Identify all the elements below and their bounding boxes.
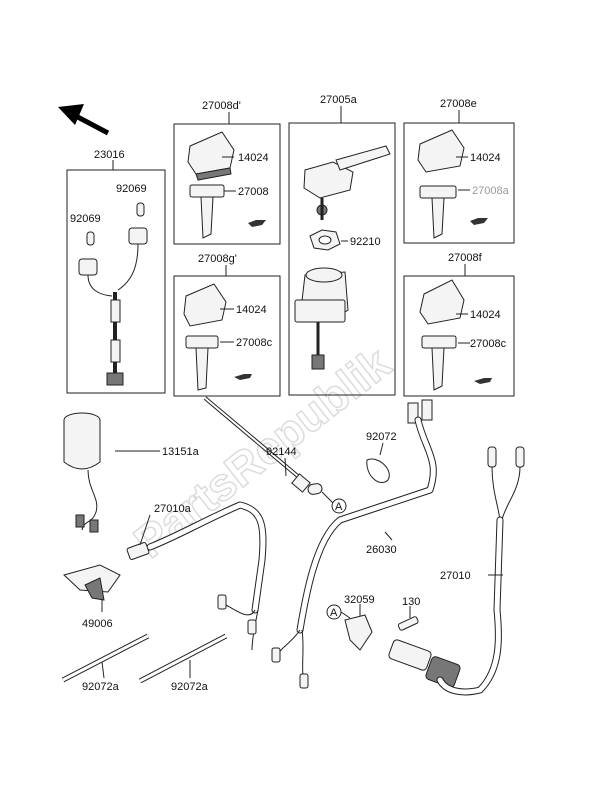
label-13151a: 13151a <box>162 446 200 458</box>
cable-27010a-group <box>126 501 267 651</box>
key-set-27008e-group <box>403 110 515 244</box>
callout-labels: 23016 92069 92069 27008d' 14024 27008 27… <box>70 94 510 693</box>
label-27008e: 27008e <box>440 98 477 110</box>
label-92069-b: 92069 <box>70 213 101 225</box>
label-92069-a: 92069 <box>116 183 147 195</box>
label-32059: 32059 <box>344 594 375 606</box>
label-130: 130 <box>402 596 420 608</box>
label-14024-c: 14024 <box>470 152 501 164</box>
plug-92144-group <box>203 396 347 514</box>
key-set-27008d-group <box>173 112 281 245</box>
label-27005a: 27005a <box>320 94 358 106</box>
label-92210: 92210 <box>350 236 381 248</box>
switch-32059-group <box>326 604 461 688</box>
label-27008a: 27008a <box>472 185 510 197</box>
relay-13151a-group <box>63 412 160 533</box>
label-27010: 27010 <box>440 570 471 582</box>
label-14024-b: 14024 <box>236 304 267 316</box>
label-27008c-a: 27008c <box>236 337 273 349</box>
label-27010a: 27010a <box>154 503 192 515</box>
harness-frame <box>66 169 166 394</box>
label-27008g: 27008g' <box>198 253 237 265</box>
label-27008d: 27008d' <box>202 100 241 112</box>
ref-marker-a-lower: A <box>330 607 338 619</box>
wiring-harness-group <box>66 160 166 394</box>
label-27008c-b: 27008c <box>470 338 507 350</box>
label-14024-a: 14024 <box>238 152 269 164</box>
label-92072a-b: 92072a <box>171 681 209 693</box>
key-set-27008g-group <box>173 265 281 397</box>
ignition-switch-group <box>288 106 396 396</box>
clamp-92072-group <box>366 442 390 483</box>
label-92072: 92072 <box>366 431 397 443</box>
label-27008f: 27008f <box>448 252 483 264</box>
label-92144: 92144 <box>266 446 297 458</box>
label-26030: 26030 <box>366 544 397 556</box>
key-set-27008f-group <box>403 264 515 397</box>
front-direction-arrow-icon <box>58 104 110 136</box>
cable-ties-group <box>61 633 228 684</box>
label-49006: 49006 <box>82 618 113 630</box>
ref-marker-a-upper: A <box>335 501 343 513</box>
label-23016: 23016 <box>94 149 125 161</box>
label-14024-d: 14024 <box>470 309 501 321</box>
cable-26030-group <box>271 399 437 689</box>
cable-27010-group <box>436 446 525 696</box>
label-27008: 27008 <box>238 186 269 198</box>
bracket-49006-group <box>63 564 121 612</box>
label-92072a-a: 92072a <box>82 681 120 693</box>
